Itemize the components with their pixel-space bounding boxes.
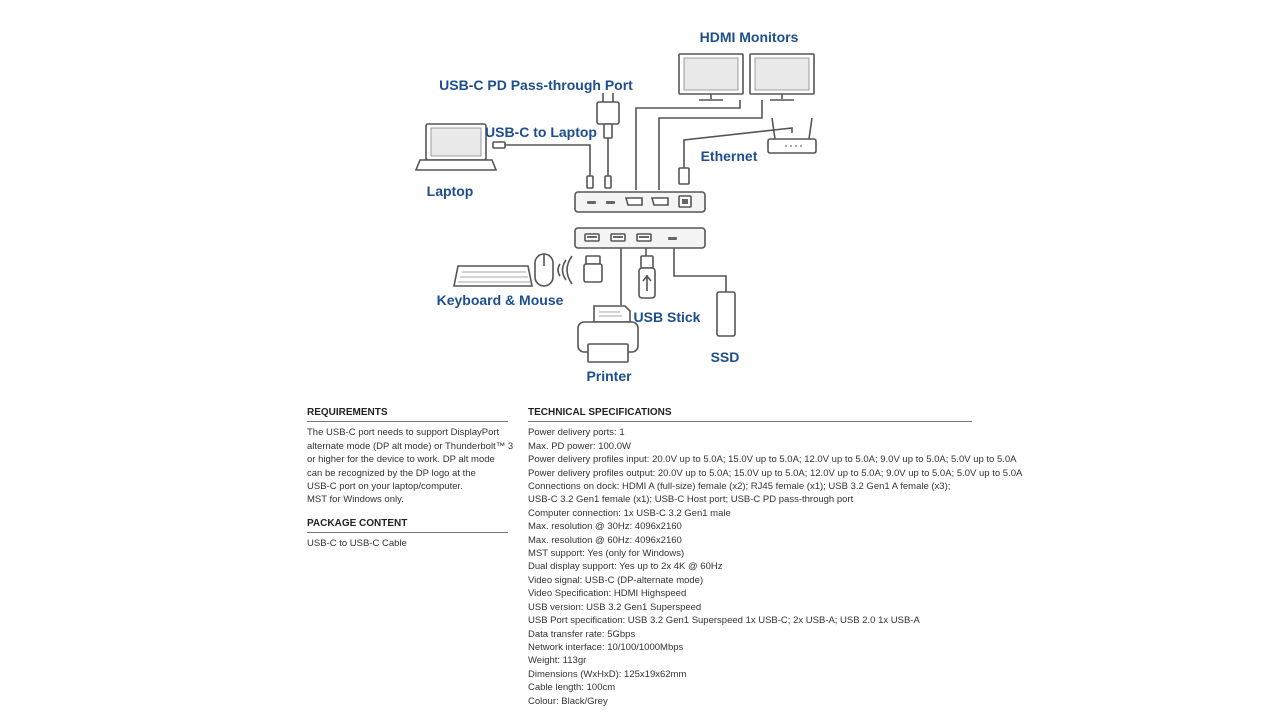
spec-line: USB version: USB 3.2 Gen1 Superspeed: [528, 601, 702, 613]
mouse-icon: [534, 253, 554, 287]
spec-line: Dimensions (WxHxD): 125x19x62mm: [528, 668, 687, 680]
spec-line: Connections on dock: HDMI A (full-size) …: [528, 481, 951, 493]
ssd-icon: [673, 248, 736, 337]
requirements-column: REQUIREMENTS The USB-C port needs to sup…: [307, 406, 514, 551]
spec-line: Max. resolution @ 30Hz: 4096x2160: [528, 521, 682, 533]
technical-specifications-title: TECHNICAL SPECIFICATIONS: [528, 406, 972, 423]
label-ssd: SSD: [711, 349, 740, 365]
hdmi-cable: [635, 100, 763, 190]
spec-line: Dual display support: Yes up to 2x 4K @ …: [528, 561, 723, 573]
label-usb-stick: USB Stick: [634, 309, 701, 325]
label-usbc-to-laptop: USB-C to Laptop: [485, 124, 597, 140]
monitor-icon: [678, 53, 744, 101]
dock-front-view: [574, 227, 706, 249]
technical-specifications-column: TECHNICAL SPECIFICATIONS Power delivery …: [528, 406, 1023, 708]
router-icon: [767, 117, 817, 154]
requirements-line: or higher for the device to work. DP alt…: [307, 454, 495, 466]
spec-line: Weight: 113gr: [528, 655, 587, 667]
power-plug-icon: [596, 93, 620, 189]
spec-line: Max. PD power: 100.0W: [528, 440, 631, 452]
requirements-line: The USB-C port needs to support DisplayP…: [307, 427, 500, 439]
label-laptop: Laptop: [427, 183, 474, 199]
spec-line: USB Port specification: USB 3.2 Gen1 Sup…: [528, 615, 920, 627]
package-content-title: PACKAGE CONTENT: [307, 517, 508, 534]
connection-diagram: HDMI Monitors USB-C PD Pass-through Port…: [414, 29, 817, 384]
spec-line: Power delivery profiles input: 20.0V up …: [528, 454, 1017, 466]
label-ethernet: Ethernet: [701, 148, 758, 164]
requirements-title: REQUIREMENTS: [307, 406, 508, 423]
requirements-line: USB-C port on your laptop/computer.: [307, 481, 463, 493]
laptop-icon: [414, 123, 498, 171]
label-printer: Printer: [586, 368, 632, 384]
printer-icon: [577, 305, 639, 363]
package-content-text: USB-C to USB-C Cable: [307, 537, 508, 550]
spec-line: Cable length: 100cm: [528, 682, 616, 694]
spec-line: Data transfer rate: 5Gbps: [528, 628, 636, 640]
spec-line: Computer connection: 1x USB-C 3.2 Gen1 m…: [528, 507, 731, 519]
wireless-icon: [557, 255, 573, 285]
usb-stick-icon: [638, 248, 656, 299]
monitor-icon: [749, 53, 815, 101]
spec-line: Video signal: USB-C (DP-alternate mode): [528, 574, 704, 586]
spec-line: Power delivery ports: 1: [528, 427, 625, 439]
spec-line: Colour: Black/Grey: [528, 695, 608, 707]
keyboard-icon: [453, 265, 533, 287]
spec-line: Max. resolution @ 60Hz: 4096x2160: [528, 534, 682, 546]
label-usbc-pd-port: USB-C PD Pass-through Port: [439, 77, 633, 93]
spec-line: USB-C 3.2 Gen1 female (x1); USB-C Host p…: [528, 494, 854, 506]
requirements-line: can be recognized by the DP logo at the: [307, 467, 476, 479]
requirements-line: MST for Windows only.: [307, 494, 404, 506]
spec-line: Video Specification: HDMI Highspeed: [528, 588, 687, 600]
ethernet-cable: [678, 127, 793, 185]
spec-line: MST support: Yes (only for Windows): [528, 548, 685, 560]
usb-c-cable: [492, 141, 594, 189]
dock-top-view: [574, 191, 706, 213]
requirements-line: alternate mode (DP alt mode) or Thunderb…: [307, 440, 514, 452]
requirements-text: The USB-C port needs to support DisplayP…: [307, 426, 514, 506]
label-hdmi-monitors: HDMI Monitors: [700, 29, 799, 45]
spec-list: Power delivery ports: 1 Max. PD power: 1…: [528, 426, 1023, 708]
spec-line: Power delivery profiles output: 20.0V up…: [528, 467, 1023, 479]
usb-dongle-icon: [583, 255, 603, 283]
label-keyboard-mouse: Keyboard & Mouse: [437, 292, 564, 308]
package-line: USB-C to USB-C Cable: [307, 538, 407, 550]
spec-line: Network interface: 10/100/1000Mbps: [528, 641, 684, 653]
